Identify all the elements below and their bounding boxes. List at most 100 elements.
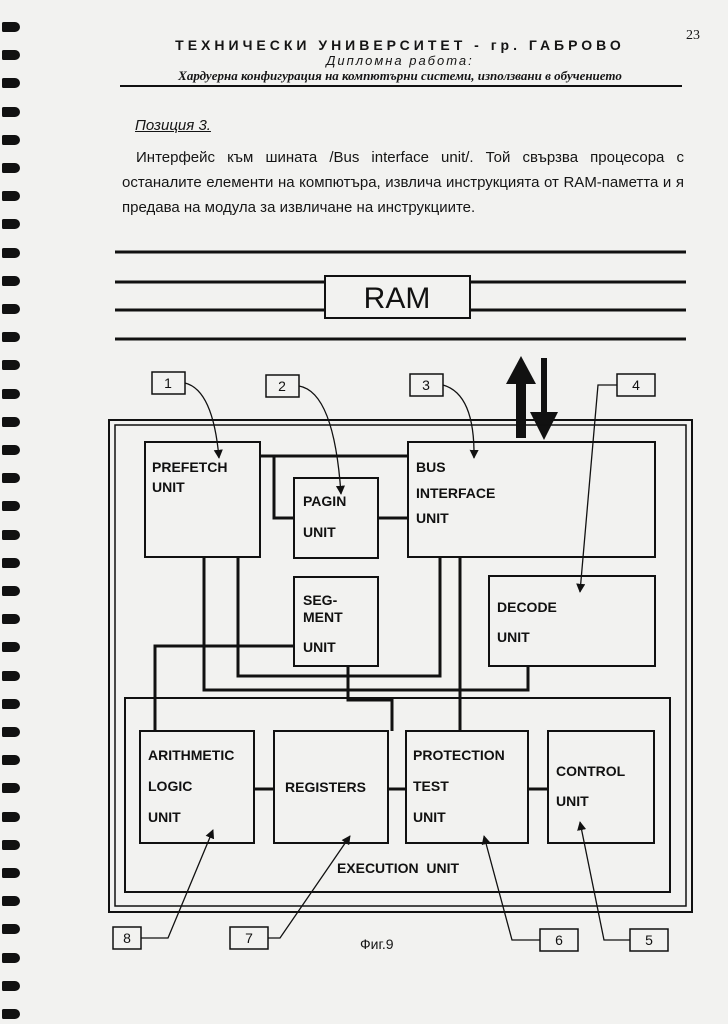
protection-test-unit: PROTECTION TEST UNIT <box>405 730 529 844</box>
spiral-ring <box>2 586 20 596</box>
spiral-ring <box>2 304 20 314</box>
execution-unit-block <box>124 697 671 893</box>
svg-text:UNIT: UNIT <box>413 809 446 825</box>
execution-unit-label: EXECUTION UNIT <box>337 860 460 876</box>
header-university: ТЕХНИЧЕСКИ УНИВЕРСИТЕТ - гр. ГАБРОВО <box>175 37 625 53</box>
header-rule <box>120 85 682 87</box>
callout-2: 2 <box>265 374 300 398</box>
spiral-ring <box>2 276 20 286</box>
spiral-ring <box>2 558 20 568</box>
bus-interface-unit: BUS INTERFACE UNIT <box>407 441 656 558</box>
svg-text:5: 5 <box>645 932 653 948</box>
svg-text:LOGIC: LOGIC <box>148 778 192 794</box>
callout-leaders <box>141 382 630 941</box>
spiral-ring <box>2 219 20 229</box>
callout-8: 8 <box>112 926 142 950</box>
spiral-ring <box>2 642 20 652</box>
header-topic: Хардуерна конфигурация на компютърни сис… <box>178 68 622 83</box>
spiral-ring <box>2 783 20 793</box>
svg-text:UNIT: UNIT <box>152 479 185 495</box>
spiral-ring <box>2 868 20 878</box>
position-label: Позиция 3. <box>135 117 211 134</box>
header-thesis: Дипломна работа: <box>326 53 474 68</box>
segment-unit: SEG- MENT UNIT <box>293 576 379 667</box>
spiral-ring <box>2 812 20 822</box>
svg-text:UNIT: UNIT <box>416 510 449 526</box>
spiral-ring <box>2 671 20 681</box>
spiral-ring <box>2 840 20 850</box>
callout-4: 4 <box>616 373 656 397</box>
svg-text:ARITHMETIC: ARITHMETIC <box>148 747 234 763</box>
svg-text:UNIT: UNIT <box>303 639 336 655</box>
svg-text:SEG-: SEG- <box>303 592 338 608</box>
callout-boxes: 1 2 3 4 5 6 7 8 <box>112 371 669 952</box>
control-unit: CONTROL UNIT <box>547 730 655 844</box>
spiral-ring <box>2 107 20 117</box>
decode-unit: DECODE UNIT <box>488 575 656 667</box>
svg-text:UNIT: UNIT <box>497 629 530 645</box>
svg-text:UNIT: UNIT <box>556 793 589 809</box>
page-number: 23 <box>686 28 700 43</box>
spiral-ring <box>2 417 20 427</box>
svg-text:UNIT: UNIT <box>303 524 336 540</box>
spiral-ring <box>2 78 20 88</box>
spiral-ring <box>2 699 20 709</box>
svg-text:1: 1 <box>164 375 172 391</box>
spiral-ring <box>2 135 20 145</box>
svg-text:UNIT: UNIT <box>148 809 181 825</box>
svg-text:4: 4 <box>632 377 640 393</box>
spiral-ring <box>2 924 20 934</box>
prefetch-unit: PREFETCH UNIT <box>144 441 261 558</box>
svg-text:INTERFACE: INTERFACE <box>416 485 495 501</box>
svg-text:2: 2 <box>278 378 286 394</box>
svg-text:3: 3 <box>422 377 430 393</box>
spiral-ring <box>2 22 20 32</box>
registers-unit: REGISTERS <box>273 730 389 844</box>
spiral-ring <box>2 981 20 991</box>
system-bus <box>115 250 686 341</box>
figure-caption: Фиг.9 <box>360 936 394 952</box>
internal-wiring <box>153 454 548 791</box>
svg-text:PREFETCH: PREFETCH <box>152 459 227 475</box>
callout-6: 6 <box>539 928 579 952</box>
spiral-ring <box>2 248 20 258</box>
spiral-ring <box>2 530 20 540</box>
spiral-ring <box>2 191 20 201</box>
callout-1: 1 <box>151 371 186 395</box>
spiral-ring <box>2 1009 20 1019</box>
processor-frame-outer <box>108 419 693 913</box>
spiral-ring <box>2 614 20 624</box>
svg-text:PAGIN: PAGIN <box>303 493 346 509</box>
spiral-ring <box>2 953 20 963</box>
svg-text:8: 8 <box>123 930 131 946</box>
svg-text:PROTECTION: PROTECTION <box>413 747 505 763</box>
svg-text:BUS: BUS <box>416 459 446 475</box>
spiral-ring <box>2 896 20 906</box>
spiral-ring <box>2 332 20 342</box>
spiral-ring <box>2 360 20 370</box>
spiral-binding <box>0 0 24 1024</box>
ram-label: RAM <box>364 282 431 315</box>
spiral-ring <box>2 389 20 399</box>
svg-text:MENT: MENT <box>303 609 343 625</box>
ram-block: RAM <box>324 275 471 319</box>
svg-text:DECODE: DECODE <box>497 599 557 615</box>
svg-text:6: 6 <box>555 932 563 948</box>
bus-arrows <box>506 356 558 440</box>
spiral-ring <box>2 445 20 455</box>
pagin-unit: PAGIN UNIT <box>293 477 379 559</box>
svg-text:TEST: TEST <box>413 778 449 794</box>
spiral-ring <box>2 163 20 173</box>
callout-5: 5 <box>629 928 669 952</box>
svg-text:CONTROL: CONTROL <box>556 763 626 779</box>
callout-3: 3 <box>409 373 444 397</box>
svg-text:7: 7 <box>245 930 253 946</box>
spiral-ring <box>2 501 20 511</box>
body-paragraph: Интерфейс към шината /Bus interface unit… <box>122 149 684 216</box>
callout-7: 7 <box>229 926 269 950</box>
spiral-ring <box>2 755 20 765</box>
spiral-ring <box>2 473 20 483</box>
alu-unit: ARITHMETIC LOGIC UNIT <box>139 730 255 844</box>
